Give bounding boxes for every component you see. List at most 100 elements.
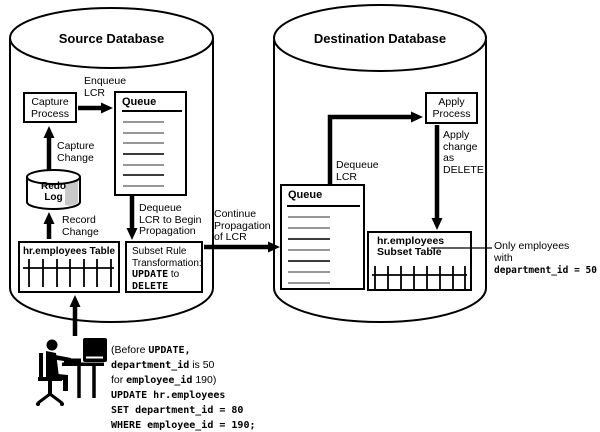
subset-rule-line4: DELETE — [132, 281, 201, 293]
source-queue-box: Queue — [114, 91, 187, 196]
label-dequeue-lcr: Dequeue LCR — [336, 159, 379, 183]
sql-note-line: for employee_id 190) — [111, 373, 256, 388]
label-line: LCR — [336, 170, 358, 183]
arrow-shaft — [327, 114, 412, 186]
monitor — [83, 338, 107, 362]
chair-wheel — [36, 402, 40, 406]
sql-text: (Before — [111, 344, 149, 356]
queue-entry-line — [288, 249, 330, 251]
dest-table-glyph — [372, 266, 467, 289]
dequeue-lcr-arrow — [327, 111, 423, 186]
label-line: DELETE — [443, 164, 484, 177]
sql-note-line: WHERE employee_id = 190; — [111, 418, 256, 432]
sql-note-line: department_id is 50 — [111, 358, 256, 373]
monitor-base-line — [86, 356, 103, 359]
queue-entry-line — [123, 142, 164, 144]
sql-text: is 50 — [189, 359, 215, 371]
enqueue-arrow — [78, 102, 113, 114]
annotation-only-employees: Only employees with department_id = 50 — [494, 240, 597, 277]
label-line: with — [494, 251, 513, 264]
queue-entry-line — [123, 185, 164, 187]
subset-rule-code-update: UPDATE — [132, 269, 169, 281]
label-line: Change — [57, 151, 94, 164]
label-line: Propagation — [214, 219, 271, 232]
annotation-code: department_id = 50 — [494, 265, 597, 277]
arrow-head — [268, 241, 280, 253]
label-dequeue-begin-propagation: Dequeue LCR to Begin Propagation — [139, 202, 202, 238]
subset-rule-sep: to — [168, 269, 180, 281]
label-line: as — [443, 152, 455, 165]
cylinder-top-ellipse — [273, 4, 487, 72]
label-record-change: Record Change — [62, 214, 99, 238]
queue-title: Queue — [122, 96, 157, 108]
label-line: Continue — [214, 208, 257, 220]
arrow-head — [43, 126, 55, 138]
label-line: Propagation — [139, 225, 196, 238]
cylinder-bottom-arc — [273, 287, 487, 323]
apply-change-arrow — [431, 125, 443, 230]
source-table-glyph — [23, 259, 114, 287]
person-head — [46, 339, 58, 351]
keyboard — [64, 358, 81, 363]
queue-entry-line — [123, 174, 164, 176]
label-continue-propagation: Continue Propagation of LCR — [214, 208, 271, 244]
redo-log-bottom-arc — [26, 201, 81, 210]
dequeue-propagation-arrow — [126, 196, 138, 240]
queue-entry-line — [123, 153, 164, 155]
redo-log-cylinder — [26, 169, 81, 210]
label-line: Only employees — [494, 240, 570, 252]
subset-rule-transformation-box: Subset Rule Transformation: UPDATE to DE… — [125, 241, 203, 293]
label-line: Dequeue — [336, 159, 379, 171]
subset-rule-line2: Transformation: — [132, 257, 202, 269]
chair-seat — [38, 377, 62, 381]
destination-db-title: Destination Database — [313, 31, 447, 46]
sql-code: WHERE employee_id = 190; — [111, 420, 256, 431]
queue-entry-line — [288, 271, 330, 273]
desk-top — [62, 362, 104, 366]
sql-note-line: (Before UPDATE, — [111, 343, 256, 358]
propagation-arrow — [204, 241, 280, 253]
label-line: Change — [62, 225, 99, 238]
chair-post — [48, 381, 52, 396]
queue-entry-line — [288, 238, 330, 240]
capture-process-box: Capture Process — [23, 92, 77, 123]
redo-log-label: Redo Log — [27, 181, 80, 203]
label-line: Capture — [57, 140, 95, 152]
queue-entry-line — [288, 216, 330, 218]
label-line: LCR to Begin — [139, 213, 202, 226]
sql-code: employee_id — [126, 375, 193, 386]
sql-code: UPDATE, — [148, 345, 191, 356]
queue-underline — [287, 205, 360, 207]
sql-text: 190) — [192, 374, 217, 386]
label-capture-change: Capture Change — [57, 140, 95, 164]
arrow-head — [43, 212, 55, 224]
chair-wheel — [60, 402, 64, 406]
sql-code: UPDATE hr.employees — [111, 390, 226, 401]
redo-log-label-line2: Log — [44, 191, 63, 203]
label-apply-change-as-delete: Apply change as DELETE — [443, 129, 484, 177]
record-change-arrow — [43, 212, 55, 239]
apply-process-box: Apply Process — [425, 92, 478, 124]
sql-code: SET department_id = 80 — [111, 405, 244, 416]
subset-table-title-line2: Subset Table — [377, 246, 442, 258]
queue-underline — [122, 110, 182, 112]
sql-note-line: SET department_id = 80 — [111, 403, 256, 418]
queue-entry-line — [123, 132, 164, 134]
arrow-head — [101, 102, 113, 114]
user-update-arrow — [69, 295, 81, 336]
dest-queue-box: Queue — [280, 184, 365, 290]
sql-code: department_id — [111, 360, 190, 371]
sql-note-line: UPDATE hr.employees — [111, 388, 256, 403]
capture-change-arrow — [43, 126, 55, 171]
user-at-computer-icon — [36, 338, 107, 406]
redo-log-label-line1: Redo — [41, 181, 66, 192]
hr-employees-table-title: hr.employees Table — [22, 246, 116, 257]
hr-employees-table-box: hr.employees Table — [18, 241, 120, 293]
arrow-head — [69, 295, 81, 307]
label-line: Enqueue — [84, 75, 127, 87]
source-db-title: Source Database — [58, 31, 165, 46]
subset-rule-line1: Subset Rule — [132, 246, 187, 257]
sql-note: (Before UPDATE, department_id is 50 for … — [111, 343, 256, 432]
